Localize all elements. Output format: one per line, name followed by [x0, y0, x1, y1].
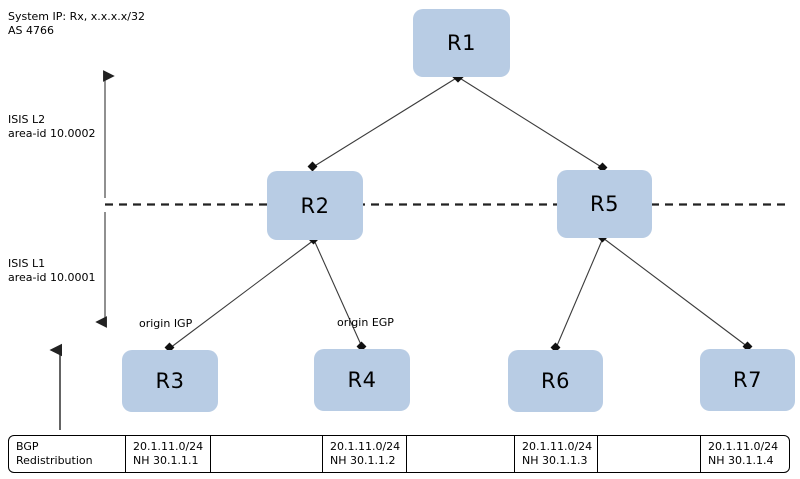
table-cell: 20.1.11.0/24 NH 30.1.1.2 — [323, 436, 407, 472]
table-cell: 20.1.11.0/24 NH 30.1.1.4 — [708, 440, 779, 467]
node-r2-label: R2 — [300, 193, 330, 218]
edge-label-origin-igp: origin IGP — [139, 317, 193, 330]
node-r3[interactable]: R3 — [122, 350, 218, 412]
node-r4-label: R4 — [347, 368, 377, 392]
table-cell: 20.1.11.0/24 NH 30.1.1.1 — [126, 436, 211, 472]
bgp-redistribution-table: BGP Redistribution 20.1.11.0/24 NH 30.1.… — [8, 435, 790, 473]
table-cell: BGP Redistribution — [9, 436, 126, 472]
connection-endpoints — [164, 71, 753, 353]
link-r1-r5 — [457, 76, 604, 169]
node-r3-label: R3 — [155, 369, 185, 393]
link-r1-r2 — [312, 76, 459, 168]
node-r6-label: R6 — [541, 369, 570, 393]
link-r2-r4 — [313, 239, 363, 348]
node-r7-label: R7 — [733, 368, 762, 392]
node-r2[interactable]: R2 — [267, 171, 363, 240]
link-r5-r7 — [602, 237, 749, 348]
table-cell — [407, 436, 515, 472]
node-r6[interactable]: R6 — [508, 350, 603, 412]
isis-l1-note: ISIS L1 area-id 10.0001 — [8, 257, 96, 284]
table-cell: 20.1.11.0/24 NH 30.1.1.3 — [515, 436, 598, 472]
table-cell — [598, 436, 701, 472]
node-r1-label: R1 — [447, 31, 476, 55]
node-r7[interactable]: R7 — [700, 349, 795, 411]
table-cell — [211, 436, 323, 472]
isis-l2-note: ISIS L2 area-id 10.0002 — [8, 113, 96, 140]
edge-label-origin-egp: origin EGP — [337, 316, 394, 329]
node-r1[interactable]: R1 — [413, 9, 510, 77]
node-r5[interactable]: R5 — [557, 170, 652, 238]
system-ip-note: System IP: Rx, x.x.x.x/32 AS 4766 — [8, 10, 145, 37]
node-r4[interactable]: R4 — [314, 349, 410, 411]
link-r2-r3 — [169, 239, 315, 349]
node-r5-label: R5 — [590, 192, 619, 216]
link-r5-r6 — [555, 237, 604, 349]
